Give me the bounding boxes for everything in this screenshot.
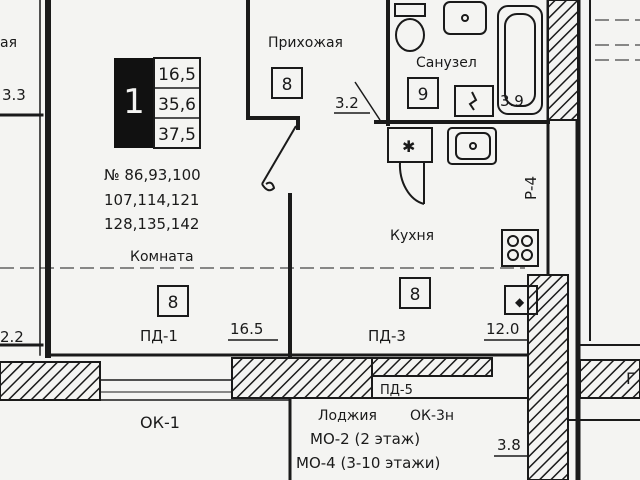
area-living: 16,5 xyxy=(158,65,196,85)
r4-mark: Р-4 xyxy=(522,176,540,200)
living-area: 16.5 xyxy=(230,320,263,338)
neighbor-area: 3.3 xyxy=(2,86,26,104)
hallway-tag: 8 xyxy=(282,75,293,95)
entry-door xyxy=(261,81,381,210)
svg-text:✱: ✱ xyxy=(402,137,415,156)
apartment-numbers-2: 107,114,121 xyxy=(104,191,199,209)
svg-text:◆: ◆ xyxy=(515,295,525,309)
kitchen-tag: 8 xyxy=(410,285,421,305)
bathroom-area: 3.9 xyxy=(500,92,524,110)
pd1-mark: ПД-1 xyxy=(140,327,178,345)
apartment-numbers-3: 128,135,142 xyxy=(104,215,199,233)
bathroom-label: Санузел xyxy=(416,55,477,71)
mo4-mark: МО-4 (3-10 этажи) xyxy=(296,454,440,472)
bathroom-tag: 9 xyxy=(418,85,429,105)
loggia-label: Лоджия xyxy=(318,408,377,424)
bathroom-fixtures xyxy=(394,1,543,117)
pd5-mark: ПД-5 xyxy=(380,383,413,398)
area-total-1: 35,6 xyxy=(158,95,196,115)
right-mark: Г xyxy=(626,369,636,388)
hallway-area: 3.2 xyxy=(335,94,359,112)
apartment-badge: 1 16,5 35,6 37,5 xyxy=(114,57,201,149)
fridge-icon xyxy=(387,127,433,163)
living-label: Комната xyxy=(130,249,194,265)
washer-icon xyxy=(454,85,494,117)
stove-icon xyxy=(501,229,539,267)
toilet-icon xyxy=(394,3,426,17)
living-tag: 8 xyxy=(168,293,179,313)
neighbor-label: ая xyxy=(0,35,17,51)
pd3-mark: ПД-3 xyxy=(368,327,406,345)
sink-icon xyxy=(443,1,487,35)
neighbor-bottom-area: 2.2 xyxy=(0,328,24,346)
mo2-mark: МО-2 (2 этаж) xyxy=(310,430,420,448)
ok3n-mark: ОК-3н xyxy=(410,408,454,424)
kitchen-sink-icon xyxy=(447,127,497,165)
bathtub-icon xyxy=(497,5,543,115)
kitchen-fixtures: ✱ ◆ xyxy=(387,127,539,315)
toilet-bowl-icon xyxy=(395,18,425,52)
door-arc xyxy=(398,161,425,205)
kitchen-label: Кухня xyxy=(390,228,434,244)
socket-icon xyxy=(504,285,538,315)
area-total-2: 37,5 xyxy=(158,125,196,145)
kitchen-area: 12.0 xyxy=(486,320,519,338)
ok1-mark: ОК-1 xyxy=(140,413,180,432)
loggia-area: 3.8 xyxy=(497,436,521,454)
apartment-numbers-1: № 86,93,100 xyxy=(104,166,201,184)
dimension-lines xyxy=(0,19,640,269)
hallway-label: Прихожая xyxy=(268,35,343,51)
rooms-count: 1 xyxy=(123,82,145,122)
